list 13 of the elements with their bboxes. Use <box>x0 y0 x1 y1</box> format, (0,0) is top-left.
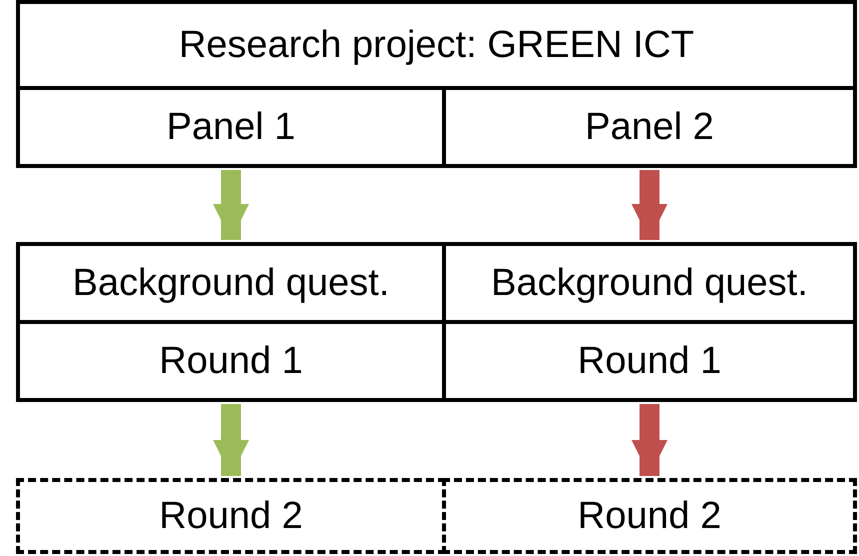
box-label: Round 1 <box>578 342 722 380</box>
box-label: Panel 2 <box>585 108 714 146</box>
box-label: Round 2 <box>578 497 722 535</box>
arrow <box>213 170 249 240</box>
box-label: Background quest. <box>72 264 390 302</box>
arrow <box>632 170 668 240</box>
box-label: Background quest. <box>491 264 808 302</box>
arrow <box>213 404 249 476</box>
arrow <box>632 404 668 476</box>
box-label: Round 2 <box>159 497 303 535</box>
box-label: Round 1 <box>159 342 303 380</box>
box-label: Panel 1 <box>166 108 296 146</box>
box-label: Research project: GREEN ICT <box>178 26 694 64</box>
